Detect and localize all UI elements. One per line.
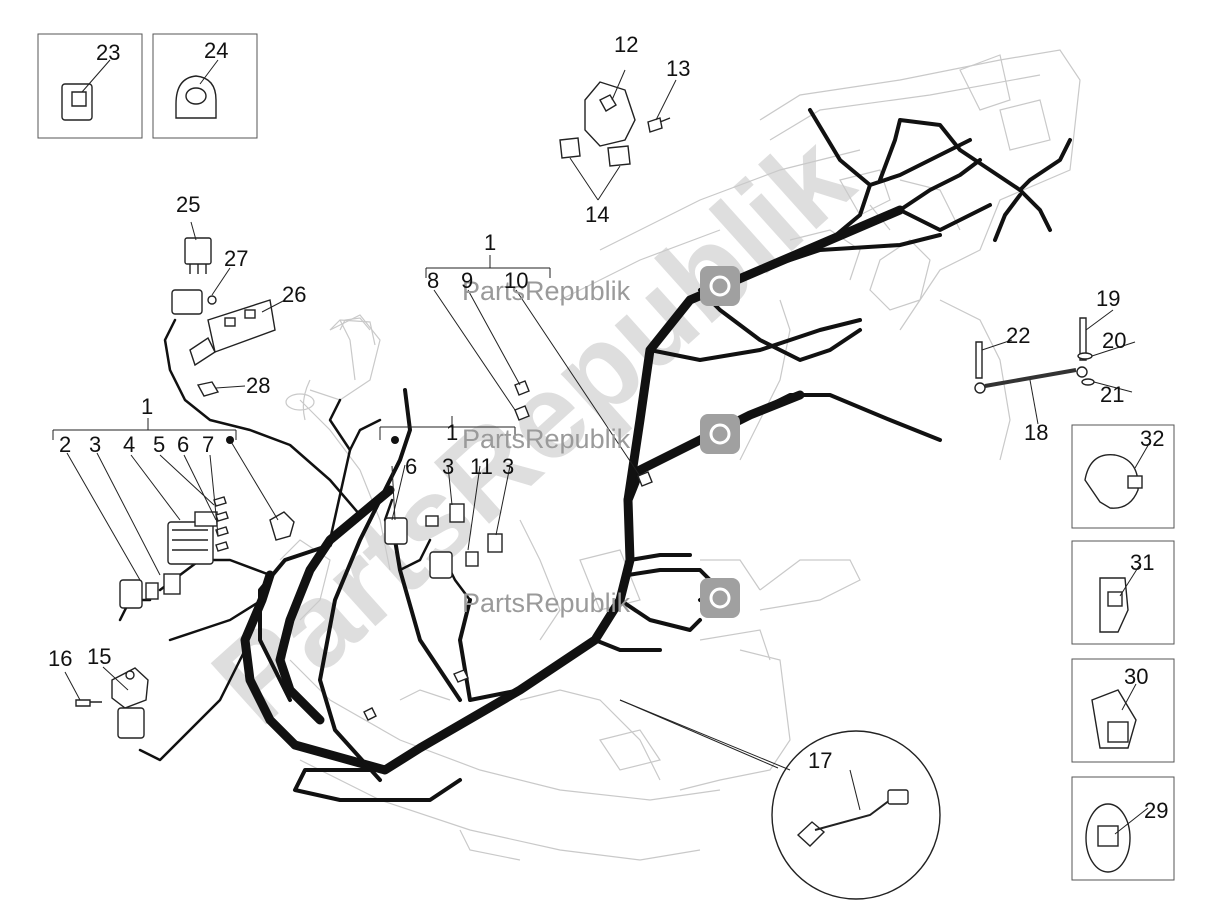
callout-1a: 1	[141, 394, 153, 419]
callout-3c: 3	[502, 454, 514, 479]
callout-29: 29	[1144, 798, 1168, 823]
bullet-dot	[226, 436, 234, 444]
ground-cable-part	[984, 368, 1077, 388]
relay-connector-part	[171, 289, 203, 315]
callout-12: 12	[614, 32, 638, 57]
callout-13: 13	[666, 56, 690, 81]
gear-icon	[700, 266, 740, 306]
callout-16: 16	[48, 646, 72, 671]
relay-part	[184, 237, 212, 265]
callout-18: 18	[1024, 420, 1048, 445]
callout-3a: 3	[89, 432, 101, 457]
watermark-label-3: PartsRepublik	[462, 578, 740, 618]
callout-8: 8	[427, 268, 439, 293]
callout-numbers: 23 24 12 13 14 25 27 26 28 1 2 3 4 5 6 7…	[48, 32, 1168, 823]
callout-11: 11	[470, 454, 493, 479]
regulator-part	[111, 667, 149, 709]
relay-bracket-part	[207, 299, 276, 353]
clip-part	[196, 381, 220, 397]
callout-14: 14	[585, 202, 609, 227]
callout-28: 28	[246, 373, 270, 398]
callout-20: 20	[1102, 328, 1126, 353]
screw-part	[75, 699, 102, 707]
clip-8-part	[514, 380, 530, 396]
callout-17: 17	[808, 748, 832, 773]
callout-7: 7	[202, 432, 214, 457]
callout-32: 32	[1140, 426, 1164, 451]
watermark-label-text: PartsRepublik	[462, 276, 631, 306]
holder-part	[584, 81, 636, 147]
screw-13-part	[647, 117, 671, 133]
callout-6b: 6	[405, 454, 417, 479]
bullet-dot	[391, 436, 399, 444]
fuse-box-part	[167, 521, 214, 565]
callout-24: 24	[204, 38, 228, 63]
callout-2: 2	[59, 432, 71, 457]
callout-21: 21	[1100, 382, 1124, 407]
detail-boxes	[37, 33, 1175, 881]
gear-icon	[700, 414, 740, 454]
callout-3b: 3	[442, 454, 454, 479]
callout-25: 25	[176, 192, 200, 217]
gear-icon	[700, 578, 740, 618]
callout-31: 31	[1130, 550, 1154, 575]
callout-27: 27	[224, 246, 248, 271]
watermark-label-1: PartsRepublik	[462, 266, 740, 306]
callout-9: 9	[461, 268, 473, 293]
watermark-label-text: PartsRepublik	[462, 588, 631, 618]
callout-23: 23	[96, 40, 120, 65]
callout-4: 4	[123, 432, 135, 457]
watermark-label-2: PartsRepublik	[462, 414, 740, 454]
callout-1c: 1	[446, 420, 458, 445]
callout-1b: 1	[484, 230, 496, 255]
callout-26: 26	[282, 282, 306, 307]
callout-19: 19	[1096, 286, 1120, 311]
callout-22: 22	[1006, 323, 1030, 348]
watermark-label-text: PartsRepublik	[462, 424, 631, 454]
sensor-inset-circle	[771, 730, 941, 900]
connector-6-part	[384, 517, 408, 545]
callout-15: 15	[87, 644, 111, 669]
connector-parts	[75, 81, 1095, 900]
tag-part	[559, 137, 581, 159]
callout-10: 10	[504, 268, 528, 293]
frame-outline	[279, 49, 1081, 861]
callout-30: 30	[1124, 664, 1148, 689]
callout-5: 5	[153, 432, 165, 457]
callout-6a: 6	[177, 432, 189, 457]
callout-leaders	[52, 59, 1151, 835]
